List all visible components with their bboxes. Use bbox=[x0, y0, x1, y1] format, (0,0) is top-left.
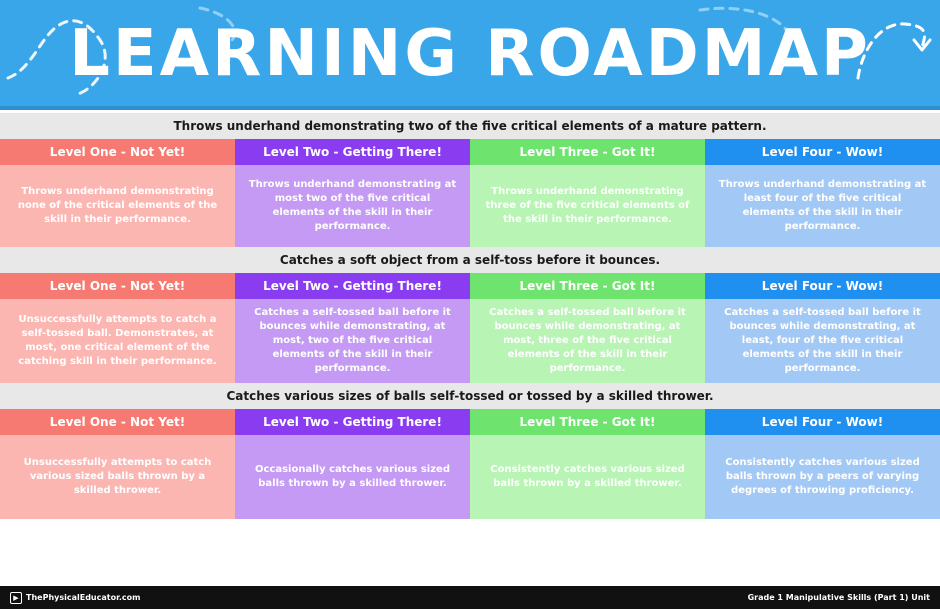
level-four-header: Level Four - Wow! bbox=[705, 409, 940, 435]
level-two-header: Level Two - Getting There! bbox=[235, 273, 470, 299]
level-four-header: Level Four - Wow! bbox=[705, 139, 940, 165]
unit-label: Grade 1 Manipulative Skills (Part 1) Uni… bbox=[747, 593, 930, 602]
level-four-header: Level Four - Wow! bbox=[705, 273, 940, 299]
dashed-path-decoration-icon bbox=[6, 6, 932, 97]
footer-bar: ▶ ThePhysicalEducator.com Grade 1 Manipu… bbox=[0, 586, 940, 609]
level-three-header: Level Three - Got It! bbox=[470, 139, 705, 165]
level-one-header: Level One - Not Yet! bbox=[0, 409, 235, 435]
brand-logo-icon: ▶ bbox=[10, 591, 22, 604]
skill-1-level-three-desc: Throws underhand demonstrating three of … bbox=[470, 165, 705, 247]
brand[interactable]: ▶ ThePhysicalEducator.com bbox=[10, 591, 141, 604]
level-three-header: Level Three - Got It! bbox=[470, 273, 705, 299]
skill-2-level-four-desc: Catches a self-tossed ball before it bou… bbox=[705, 299, 940, 383]
skill-3-level-two-desc: Occasionally catches various sized balls… bbox=[235, 435, 470, 519]
header-divider bbox=[0, 106, 940, 110]
skill-3-level-three-desc: Consistently catches various sized balls… bbox=[470, 435, 705, 519]
skill-title-1: Throws underhand demonstrating two of th… bbox=[0, 113, 940, 139]
level-three-header: Level Three - Got It! bbox=[470, 409, 705, 435]
brand-name: ThePhysicalEducator.com bbox=[26, 593, 141, 602]
skill-1-level-four-desc: Throws underhand demonstrating at least … bbox=[705, 165, 940, 247]
skill-1-level-one-desc: Throws underhand demonstrating none of t… bbox=[0, 165, 235, 247]
level-two-header: Level Two - Getting There! bbox=[235, 139, 470, 165]
skill-title-2: Catches a soft object from a self-toss b… bbox=[0, 247, 940, 273]
header-banner: LEARNING ROADMAP bbox=[0, 0, 940, 110]
skill-3-level-one-desc: Unsuccessfully attempts to catch various… bbox=[0, 435, 235, 519]
level-two-header: Level Two - Getting There! bbox=[235, 409, 470, 435]
skill-1-level-two-desc: Throws underhand demonstrating at most t… bbox=[235, 165, 470, 247]
level-one-header: Level One - Not Yet! bbox=[0, 139, 235, 165]
level-one-header: Level One - Not Yet! bbox=[0, 273, 235, 299]
skill-title-3: Catches various sizes of balls self-toss… bbox=[0, 383, 940, 409]
skill-2-level-one-desc: Unsuccessfully attempts to catch a self-… bbox=[0, 299, 235, 383]
skill-2-level-three-desc: Catches a self-tossed ball before it bou… bbox=[470, 299, 705, 383]
skill-2-level-two-desc: Catches a self-tossed ball before it bou… bbox=[235, 299, 470, 383]
page-title: LEARNING ROADMAP bbox=[69, 17, 871, 91]
skill-3-level-four-desc: Consistently catches various sized balls… bbox=[705, 435, 940, 519]
